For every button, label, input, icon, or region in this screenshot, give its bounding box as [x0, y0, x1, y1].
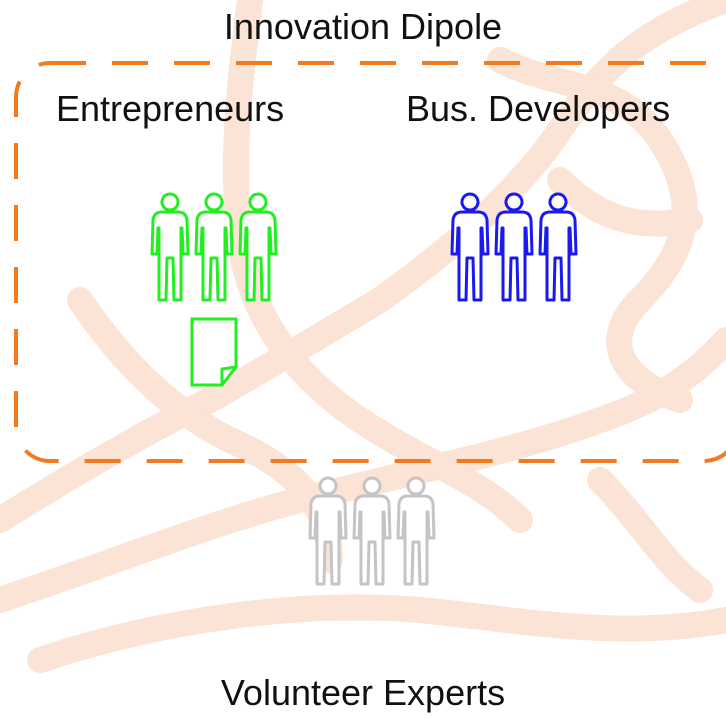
- document-icon: [190, 317, 238, 387]
- scribble-stroke: [222, 0, 533, 533]
- person-icon: [352, 476, 392, 586]
- scribble-stroke: [587, 467, 713, 603]
- scribble-stroke: [0, 0, 726, 533]
- bus-developers-label: Bus. Developers: [406, 88, 671, 129]
- person-icon: [194, 192, 234, 302]
- entrepreneurs-label: Entrepreneurs: [56, 88, 285, 129]
- person-icon: [450, 192, 490, 302]
- person-icon: [238, 192, 278, 302]
- scribble-stroke: [547, 167, 703, 237]
- volunteer-experts-people-icon: [308, 476, 436, 586]
- bus-developers-people-icon: [450, 192, 578, 302]
- innovation-dipole-frame: [14, 61, 726, 463]
- person-icon: [494, 192, 534, 302]
- scribble-stroke: [27, 594, 726, 673]
- person-icon: [308, 476, 348, 586]
- entrepreneurs-people-icon: [150, 192, 278, 302]
- diagram-title: Innovation Dipole: [223, 6, 503, 47]
- person-icon: [396, 476, 436, 586]
- person-icon: [150, 192, 190, 302]
- volunteer-experts-label: Volunteer Experts: [220, 672, 506, 713]
- person-icon: [538, 192, 578, 302]
